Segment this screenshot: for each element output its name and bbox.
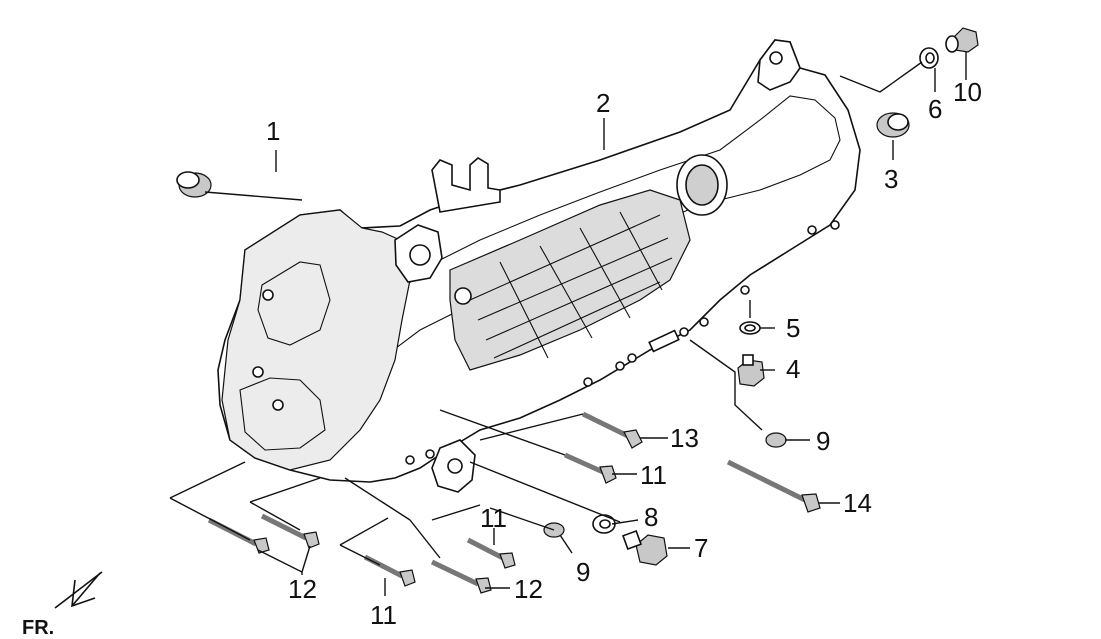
callout-10: 10 [953,77,982,107]
callout-3: 3 [884,164,898,194]
part-3-bushing [876,112,910,138]
callout-1: 1 [266,116,280,146]
callout-8: 8 [644,502,658,532]
bolts [207,411,821,594]
part-6-washer [919,47,939,69]
part-8-washer [592,514,616,534]
part-7-plug [622,530,668,566]
callout-4: 4 [786,354,800,384]
part-4-bolt [737,354,765,387]
front-label: FR. [22,617,54,639]
callout-7: 7 [694,533,708,563]
callout-2: 2 [596,88,610,118]
callout-6: 6 [928,94,942,124]
part-1-bushing [176,171,212,198]
callout-11-upper: 11 [640,460,667,490]
callout-12-right: 12 [514,574,543,604]
callout-9-lower: 9 [576,557,590,587]
callout-12-left: 12 [288,574,317,604]
crankcase-body [217,39,861,493]
callout-9-upper: 9 [816,426,830,456]
callout-14: 14 [843,488,872,518]
part-5-washer [739,321,761,335]
callout-labels: 1 2 3 4 5 6 7 8 9 9 10 11 11 11 11 12 12… [266,77,982,630]
callout-5: 5 [786,313,800,343]
part-10-plug [945,27,979,53]
part-9-dowel-upper [765,432,787,448]
front-direction-indicator: FR. [22,571,103,639]
leader-lines [169,52,967,596]
callout-11-bottom: 11 [370,600,397,630]
callout-11-middle: 11 [480,503,507,533]
callout-13: 13 [670,423,699,453]
